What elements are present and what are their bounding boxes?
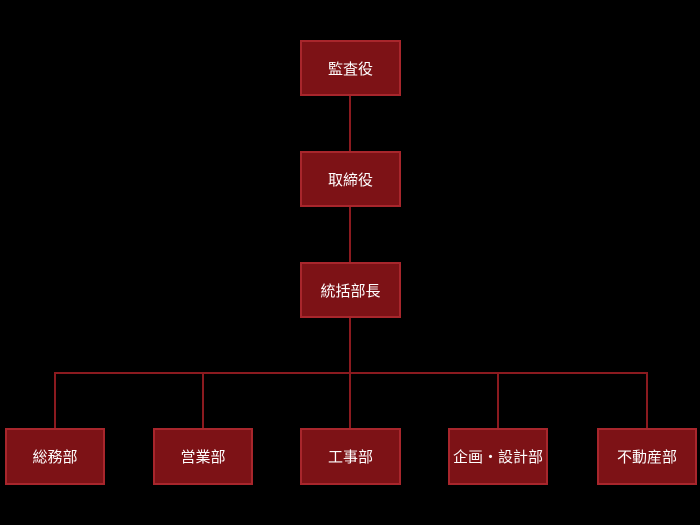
connector-auditor-director [349, 95, 351, 151]
department-box-planning-design: 企画・設計部 [448, 428, 548, 485]
department-box-sales: 営業部 [153, 428, 253, 485]
connector-dept-3 [349, 372, 351, 428]
general-manager-box: 統括部長 [300, 262, 401, 318]
connector-director-manager [349, 206, 351, 262]
connector-dept-1 [54, 372, 56, 428]
department-box-construction: 工事部 [300, 428, 401, 485]
connector-dept-2 [202, 372, 204, 428]
department-box-general-affairs: 総務部 [5, 428, 105, 485]
department-box-real-estate: 不動産部 [597, 428, 697, 485]
director-box: 取締役 [300, 151, 401, 207]
department-branch-line [54, 372, 648, 374]
auditor-box: 監査役 [300, 40, 401, 96]
connector-dept-4 [497, 372, 499, 428]
connector-manager-branch [349, 317, 351, 373]
connector-dept-5 [646, 372, 648, 428]
